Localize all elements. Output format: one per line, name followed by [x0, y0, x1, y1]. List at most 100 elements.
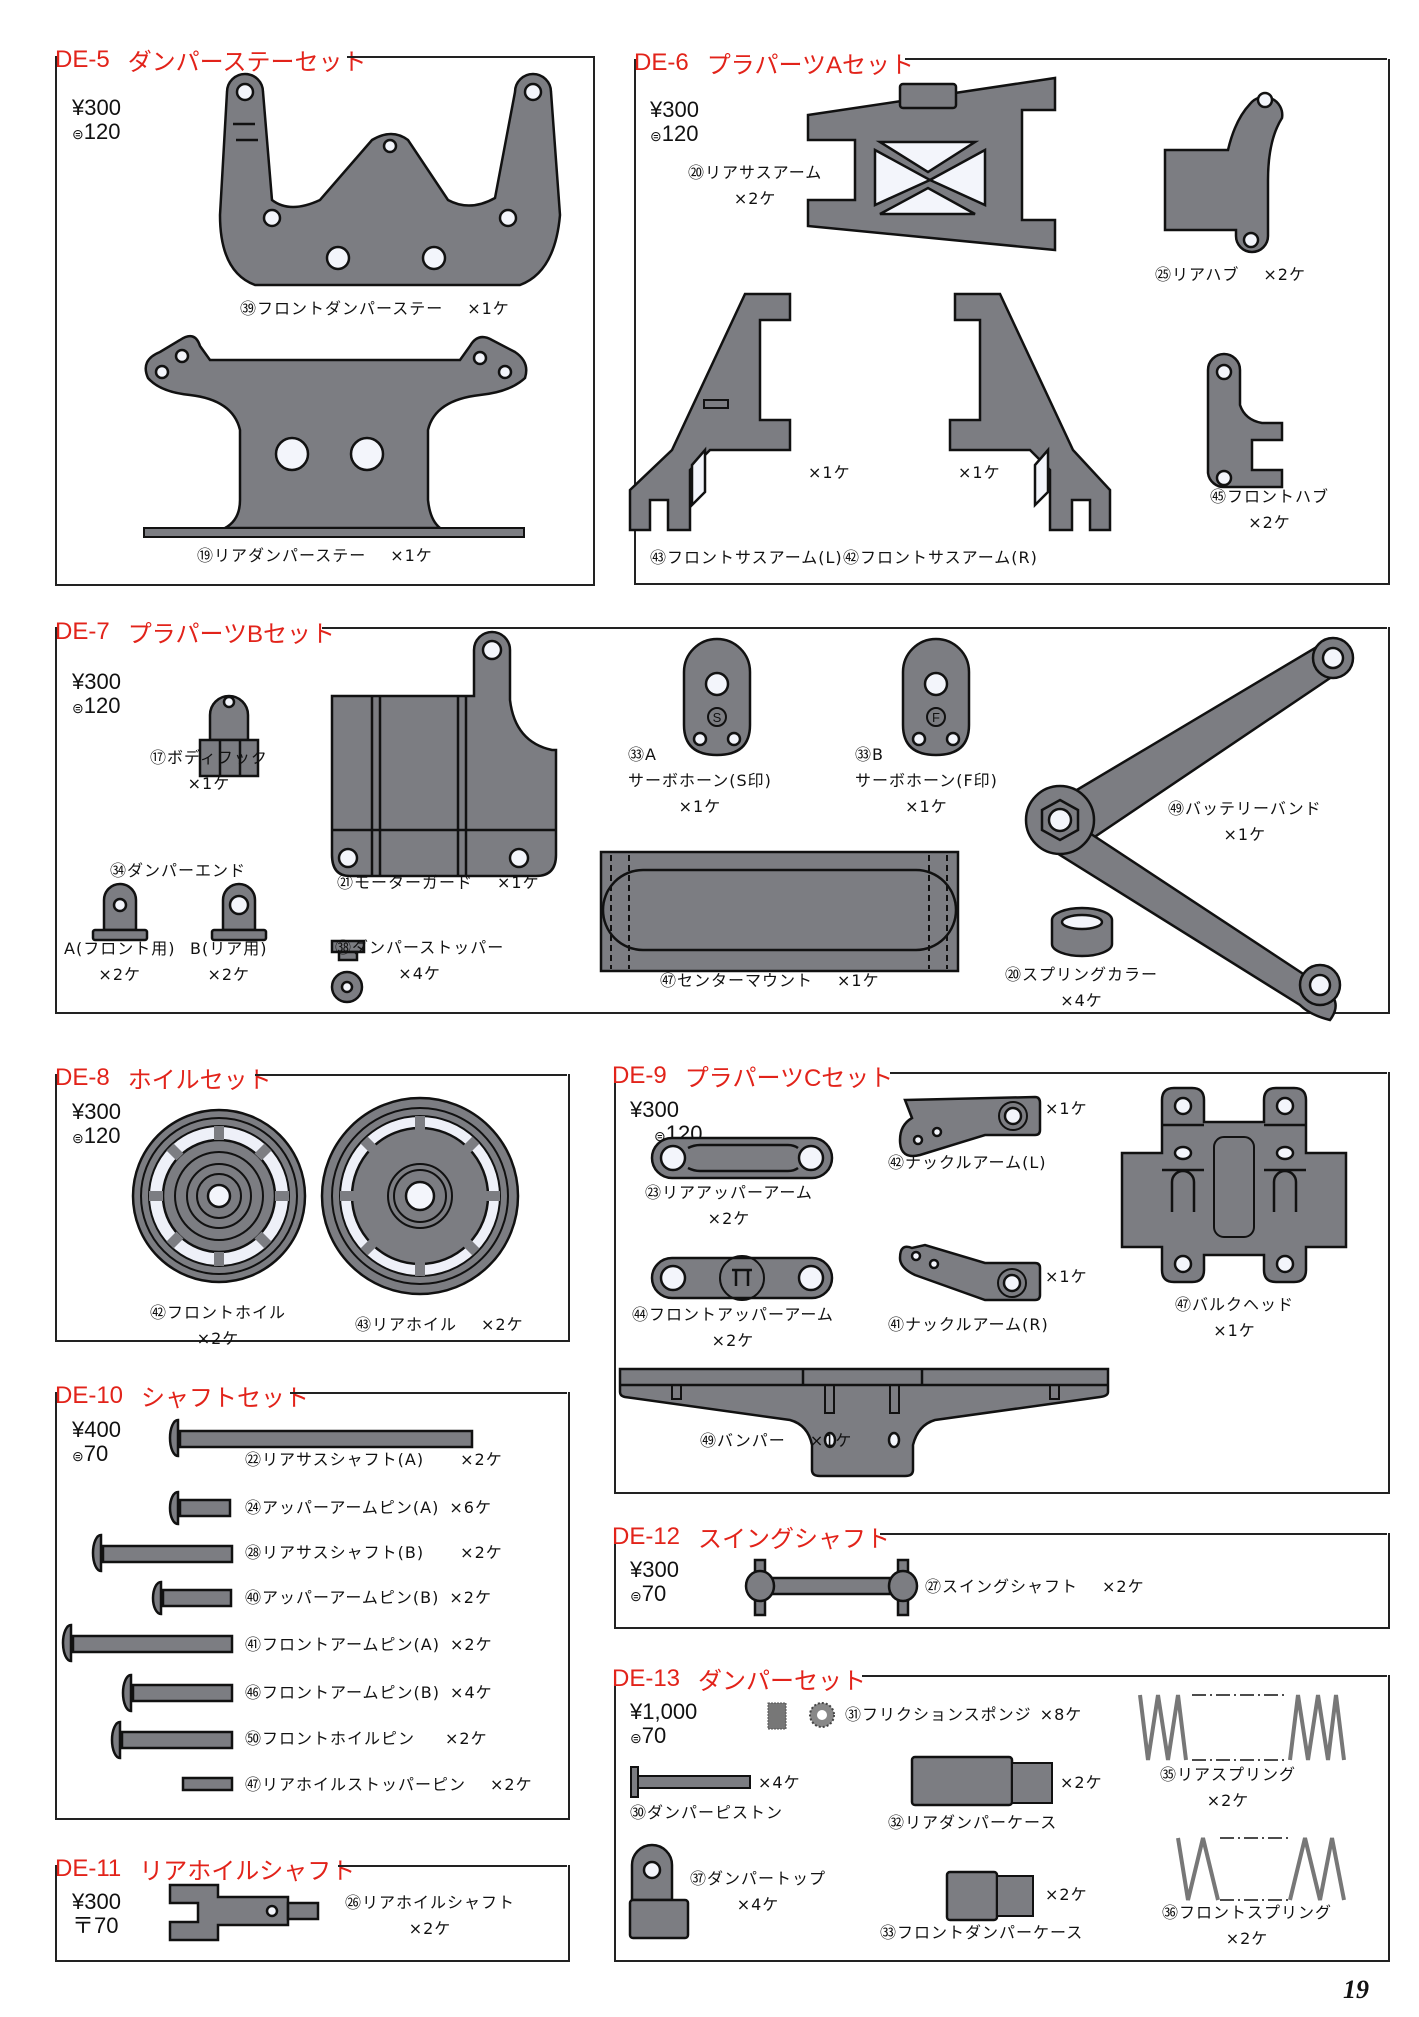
- part-label: ⑳スプリングカラー ×4ケ: [1005, 962, 1158, 1014]
- part-name: ㊷フロントホイル: [150, 1303, 287, 1322]
- variant-b: B(リア用): [190, 939, 268, 958]
- set-title: リアホイルシャフト: [139, 1858, 356, 1885]
- part-sub: サーボホーン(S印): [628, 771, 772, 790]
- price: ¥300: [72, 1099, 121, 1124]
- part-name: ㊼バルクヘッド: [1175, 1295, 1295, 1314]
- part-name: ⑲リアダンパーステー: [197, 546, 367, 565]
- motor-guard-drawing: [330, 630, 558, 878]
- part-name: ㊿フロントホイルピン: [245, 1729, 416, 1748]
- servo-mark: F: [932, 710, 940, 725]
- part-qty: ×2ケ: [449, 1588, 492, 1607]
- spring-collar-drawing: [1050, 906, 1114, 958]
- part-name: ㊲ダンパートップ: [690, 1869, 827, 1888]
- rear-damper-stay-drawing: [143, 334, 528, 538]
- postage-value: 70: [83, 1441, 109, 1466]
- servo-horn-f-drawing: F: [901, 637, 971, 757]
- front-hub-drawing: [1206, 352, 1284, 489]
- set-frame: [55, 1865, 570, 1962]
- part-qty: ×2ケ: [490, 1775, 533, 1794]
- part-label: ㉕リアハブ×2ケ: [1155, 262, 1306, 288]
- bulkhead-drawing: [1120, 1086, 1348, 1284]
- header-rule: [880, 1533, 1387, 1535]
- part-qty: ×4ケ: [1060, 991, 1103, 1010]
- part-qty: ×2ケ: [1206, 1791, 1250, 1810]
- part-qty: ×2ケ: [445, 1729, 488, 1748]
- postage-value: 〒70: [72, 1913, 119, 1938]
- postage-icon: ⊜: [72, 700, 84, 716]
- set-frame: [55, 56, 595, 586]
- part-label: ㊾バンパー×1ケ: [700, 1428, 852, 1454]
- part-qty: ×1ケ: [1223, 825, 1267, 844]
- set-code: DE-5: [55, 45, 110, 73]
- price: ¥300: [630, 1097, 679, 1122]
- part-label: ㉓リアアッパーアーム×2ケ: [645, 1180, 813, 1232]
- set-code: DE-8: [55, 1063, 110, 1091]
- price: ¥300: [630, 1557, 679, 1582]
- part-qty: ×4ケ: [736, 1895, 780, 1914]
- rear-hub-drawing: [1163, 91, 1284, 254]
- part-label: ㉖リアホイルシャフト×2ケ: [345, 1890, 515, 1942]
- postage-value: 120: [83, 1123, 121, 1148]
- header-rule: [290, 1392, 567, 1394]
- part-name: ㉖リアホイルシャフト: [345, 1893, 516, 1912]
- part-qty: ×1ケ: [390, 546, 433, 565]
- part-label: ㉒リアサスシャフト(A)×2ケ: [245, 1447, 503, 1473]
- set-header: DE-13 ダンパーセット: [612, 1661, 866, 1696]
- postage-icon: ⊜: [654, 1128, 666, 1144]
- set-frame: [614, 1533, 1390, 1629]
- part-qty: ×1ケ: [837, 971, 880, 990]
- part-name: ㊶フロントアームピン(A): [245, 1635, 440, 1654]
- part-label: ⑲リアダンパーステー ×1ケ: [197, 543, 433, 569]
- part-qty: ×2ケ: [1045, 1885, 1088, 1904]
- price: ¥400: [72, 1417, 121, 1442]
- set-title: プラパーツBセット: [127, 621, 335, 648]
- set-code: DE-6: [634, 48, 689, 76]
- part-qty: ×1ケ: [187, 774, 231, 793]
- price-block: ¥300 ⊜120: [72, 96, 121, 146]
- part-qty: ×2ケ: [207, 965, 251, 984]
- set-header: DE-5 ダンパーステーセット: [55, 42, 367, 77]
- part-label: ㉑モーターガード×1ケ: [337, 870, 540, 896]
- part-qty: ×2ケ: [460, 1450, 503, 1469]
- set-code: DE-10: [55, 1381, 124, 1409]
- part-qty: ×1ケ: [1213, 1321, 1256, 1340]
- variant-a: A(フロント用): [64, 939, 176, 958]
- set-code: DE-12: [612, 1522, 681, 1550]
- set-title: ダンパーステーセット: [127, 49, 367, 76]
- part-qty: ×1ケ: [808, 463, 851, 482]
- part-qty: ×1ケ: [1045, 1267, 1088, 1286]
- set-header: DE-7 プラパーツBセット: [55, 614, 335, 649]
- wheels-drawing: [131, 1096, 520, 1296]
- price-block: ¥1,000 ⊜70: [630, 1700, 697, 1750]
- part-label: A(フロント用)×2ケ: [64, 936, 175, 988]
- shafts-drawing: [61, 1418, 474, 1792]
- part-qty: ×2ケ: [1060, 1773, 1103, 1792]
- set-frame: [634, 59, 1390, 585]
- part-label: ⑰ボディフック ×1ケ: [150, 745, 268, 797]
- postage-icon: ⊜: [72, 126, 84, 142]
- part-label: ㉝A サーボホーン(S印) ×1ケ: [628, 742, 772, 820]
- set-title: プラパーツCセット: [684, 1065, 894, 1092]
- part-name: ⑰ボディフック: [150, 748, 268, 767]
- part-qty: ×1ケ: [1045, 1099, 1088, 1118]
- part-label: ㉟リアスプリング×2ケ: [1160, 1762, 1296, 1814]
- part-label: ㊷ナックルアーム(L): [888, 1153, 1047, 1172]
- part-label: ㊾バッテリーバンド×1ケ: [1168, 796, 1322, 848]
- postage-value: 120: [661, 121, 699, 146]
- price-block: ¥300 〒70: [72, 1890, 121, 1938]
- postage-icon: ⊜: [72, 1448, 84, 1464]
- part-name: ㊵アッパーアームピン(B): [245, 1588, 440, 1607]
- header-rule: [255, 1074, 567, 1076]
- part-qty: ×4ケ: [398, 964, 441, 983]
- part-name: ㊼センターマウント: [660, 971, 814, 990]
- set-title: ダンパーセット: [698, 1668, 867, 1695]
- header-rule: [347, 56, 593, 58]
- rear-sus-arm-drawing: [806, 76, 1057, 252]
- part-name: ⑳スプリングカラー: [1005, 965, 1159, 984]
- part-label: ㊸リアホイル×2ケ: [355, 1312, 524, 1338]
- price: ¥1,000: [630, 1699, 698, 1724]
- front-sus-arm-r-drawing: [948, 292, 1112, 532]
- part-name: ㊳ダンパーストッパー: [335, 938, 505, 957]
- part-label: ㊷フロントホイル×2ケ: [150, 1300, 286, 1352]
- front-damper-stay-drawing: [218, 72, 562, 287]
